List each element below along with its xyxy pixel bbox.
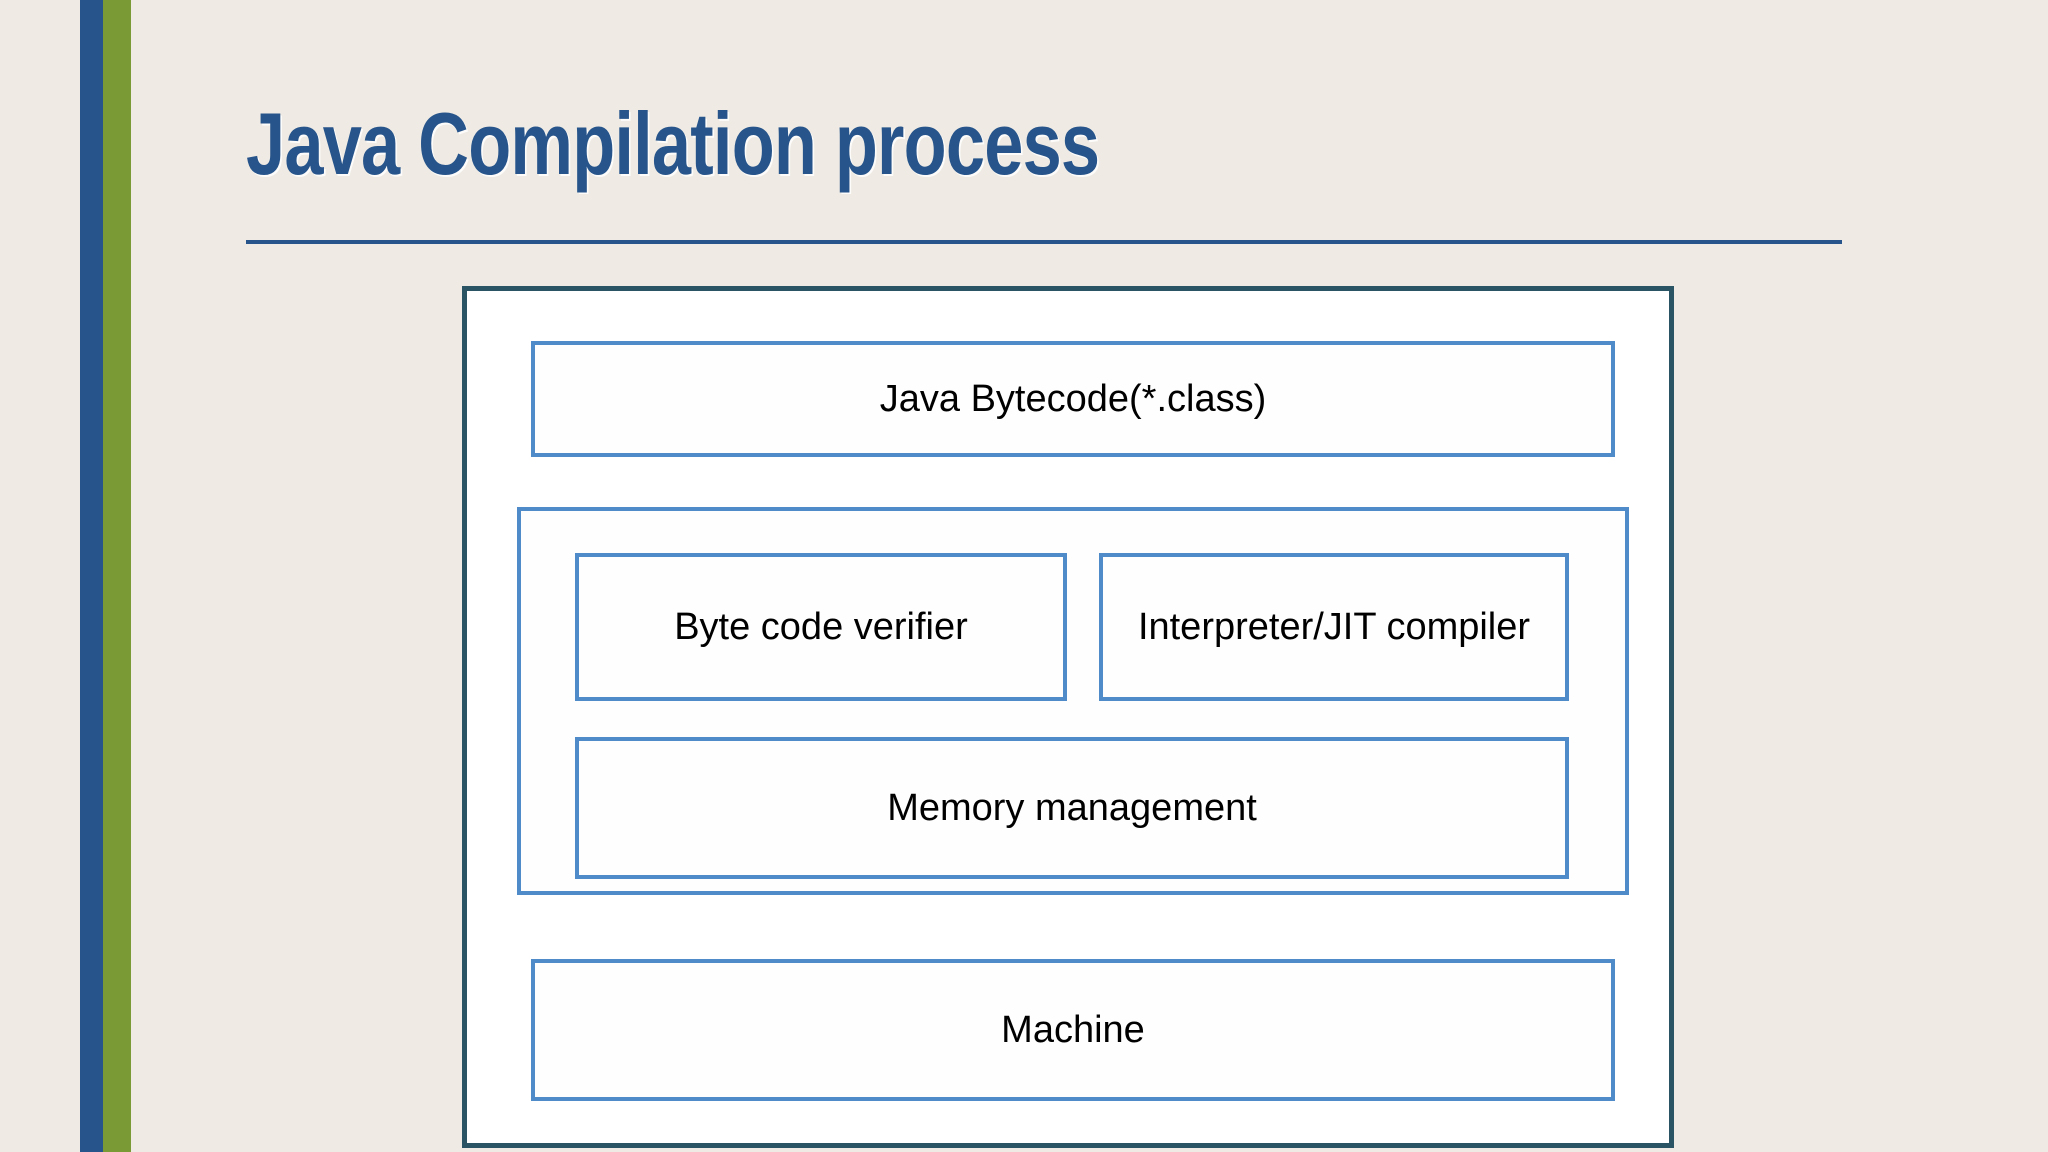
diagram-container: Java Bytecode(*.class) Byte code verifie…: [462, 286, 1674, 1148]
interpreter-jit-compiler-label: Interpreter/JIT compiler: [1137, 606, 1531, 648]
memory-management-label: Memory management: [887, 787, 1257, 829]
bytecode-box: Java Bytecode(*.class): [531, 341, 1615, 457]
machine-box-label: Machine: [1001, 1009, 1145, 1051]
machine-box: Machine: [531, 959, 1615, 1101]
memory-management-box: Memory management: [575, 737, 1569, 879]
page-title: Java Compilation process: [246, 94, 1100, 193]
jvm-box: Byte code verifier Interpreter/JIT compi…: [517, 507, 1629, 895]
left-accent-bar-green: [103, 0, 131, 1152]
left-accent-bar-blue: [80, 0, 103, 1152]
byte-code-verifier-box: Byte code verifier: [575, 553, 1067, 701]
bytecode-box-label: Java Bytecode(*.class): [879, 378, 1267, 420]
byte-code-verifier-label: Byte code verifier: [674, 606, 968, 648]
interpreter-jit-compiler-box: Interpreter/JIT compiler: [1099, 553, 1569, 701]
title-underline-rule: [246, 240, 1842, 244]
